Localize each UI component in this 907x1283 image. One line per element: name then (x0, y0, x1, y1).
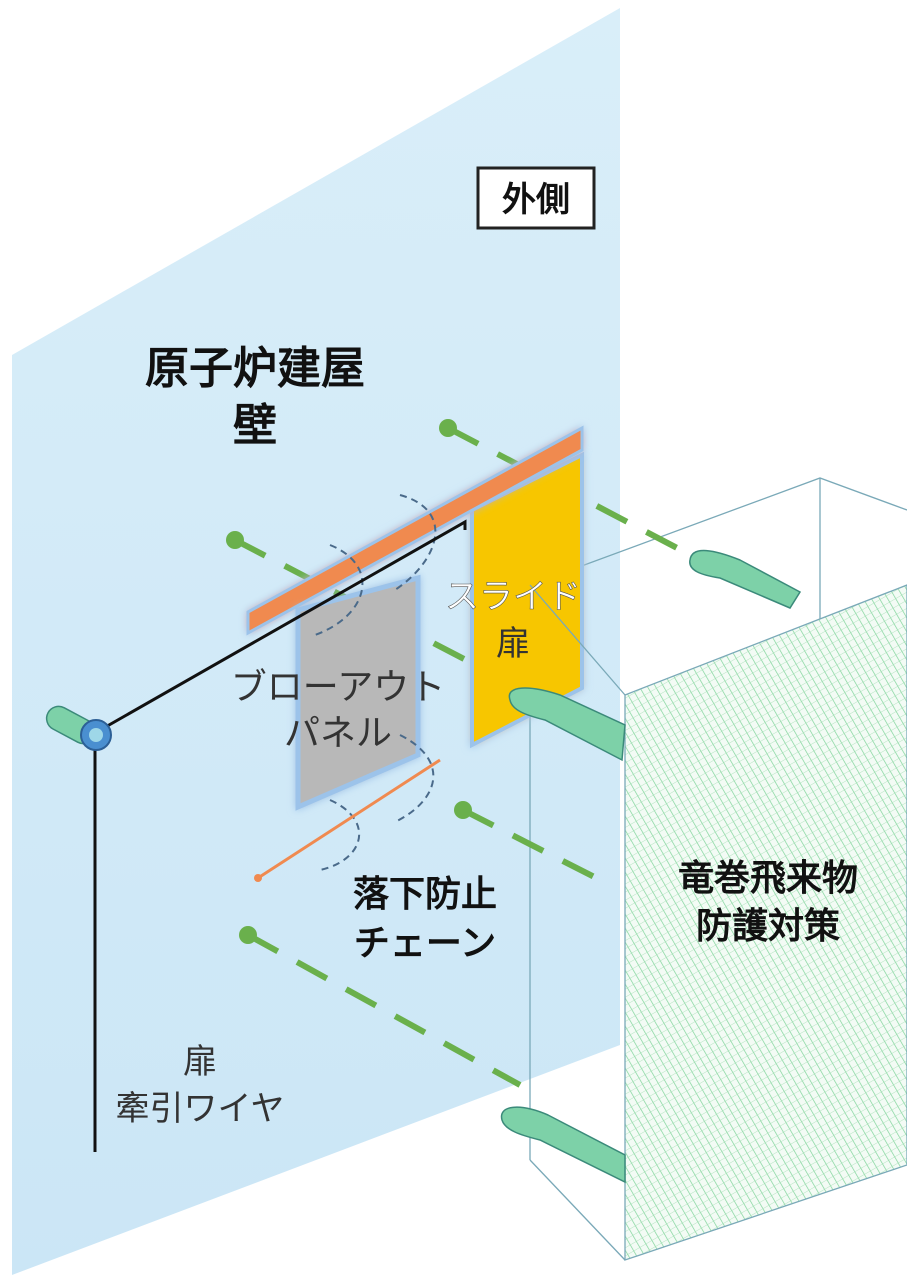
guide-dots (226, 419, 472, 944)
tornado-protection-net (624, 584, 907, 1261)
chain-label-line1: 落下防止 (353, 874, 497, 915)
slide-door (470, 451, 584, 749)
wire-label-line2: 牽引ワイヤ (116, 1089, 285, 1129)
tornado-label-line1: 竜巻飛来物 (678, 858, 858, 899)
fall-prevention-chain (254, 758, 441, 882)
door-swing-arcs (314, 494, 437, 871)
tornado-label-line2: 防護対策 (696, 906, 840, 947)
support-pipes (500, 549, 802, 1184)
blowout-panel (295, 574, 421, 811)
blowout-panel-label-line1: ブローアウト (231, 667, 446, 708)
wall-label-line1: 原子炉建屋 (145, 343, 365, 394)
slide-door-label-line2: 扉 (496, 624, 530, 664)
outside-label: 外側 (502, 180, 570, 220)
outside-label-box (476, 166, 596, 230)
wire-pulley (45, 705, 112, 751)
slide-door-rail (246, 425, 584, 636)
slide-door-label-line1: スライド (445, 577, 581, 617)
blowout-panel-label-line2: パネル (284, 713, 392, 754)
wire-label-line1: 扉 (183, 1042, 217, 1082)
tornado-protection-frame-front (529, 584, 626, 696)
door-traction-wire (93, 519, 467, 1152)
wall-label-line2: 壁 (233, 400, 277, 451)
chain-label-line2: チェーン (354, 923, 496, 964)
